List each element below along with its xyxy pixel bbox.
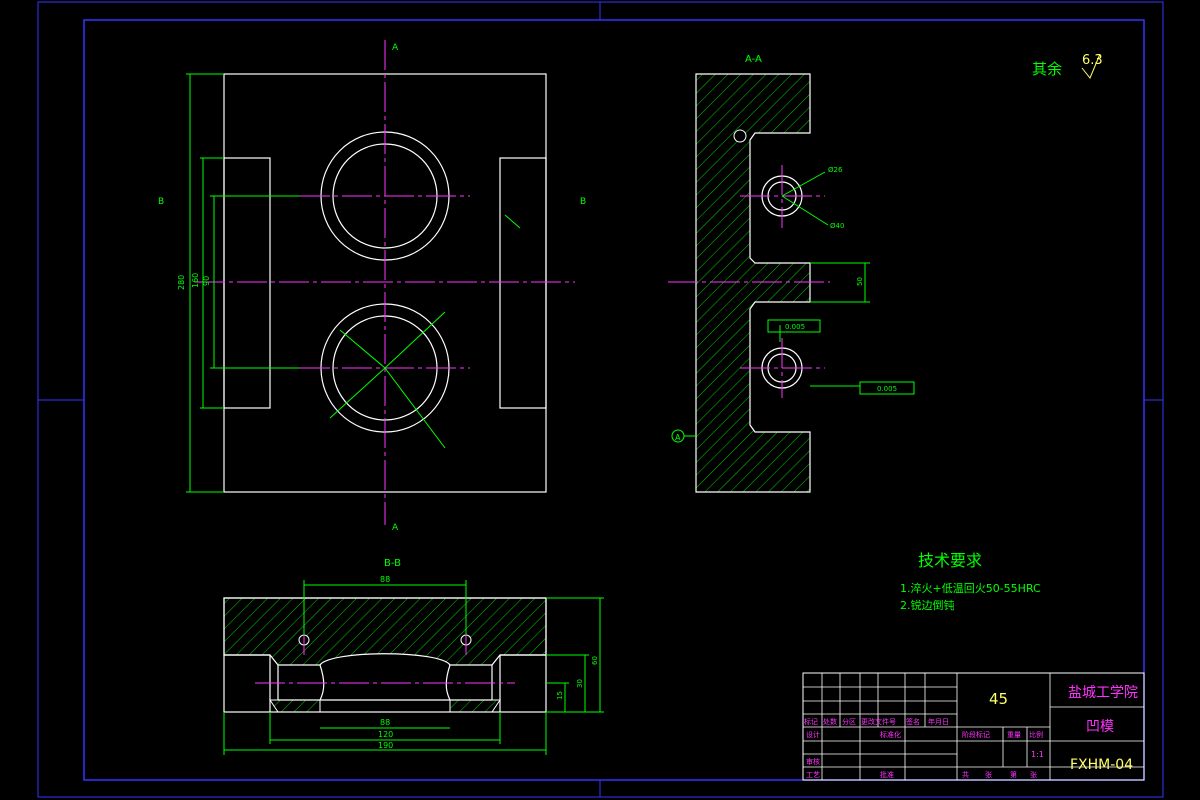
bb-dim-h3: 60 [591, 656, 599, 665]
surface-finish-value: 6.3 [1082, 53, 1103, 68]
tb-hdr-1: 处数 [823, 717, 837, 726]
section-a-top-label: A [392, 43, 399, 53]
tb-hdr-5: 年月日 [928, 717, 949, 726]
tb-bottom-2: 第 [1010, 770, 1017, 779]
bb-dim-overall: 190 [378, 741, 393, 750]
tb-material: 45 [989, 690, 1008, 708]
tb-part-name: 凹模 [1086, 719, 1114, 735]
tech-requirements: 技术要求 1.淬火+低温回火50-55HRC 2.锐边倒钝 [900, 551, 1041, 612]
tech-requirement-1: 1.淬火+低温回火50-55HRC [900, 581, 1041, 595]
aa-parallel-tol-1: 0.005 [785, 323, 805, 331]
section-b-left-label: B [158, 197, 164, 207]
title-block: 45 盐城工学院 凹模 FXHM-04 1:1 标记 处数 分区 更改文件号 签… [802, 672, 1145, 781]
tb-school: 盐城工学院 [1068, 685, 1138, 701]
tb-mid-1: 批准 [880, 770, 894, 779]
section-a-bottom-label: A [392, 523, 399, 533]
tb-hdr-0: 标记 [804, 717, 818, 726]
aa-diameter-large: Ø40 [830, 222, 844, 230]
tb-bottom-3: 张 [1030, 770, 1037, 779]
tb-left-2: 工艺 [806, 771, 820, 779]
bb-dim-h2: 30 [576, 679, 584, 688]
bb-dim-mid: 88 [380, 718, 390, 727]
dim-slot-height: 160 [191, 273, 200, 288]
right-slot [499, 157, 547, 409]
frame-border [83, 19, 1145, 781]
tech-requirements-title: 技术要求 [918, 551, 982, 570]
tech-requirement-2: 2.锐边倒钝 [900, 598, 955, 612]
tb-stage-1: 重量 [1007, 731, 1021, 739]
aa-bore-spacing: 50 [856, 277, 864, 286]
dim-overall-height: 280 [177, 275, 186, 290]
tb-stage-2: 比例 [1029, 730, 1043, 739]
section-bb-lower-right [449, 699, 501, 713]
section-aa-title: A-A [745, 54, 762, 65]
dim-hole-spacing: 90 [202, 276, 211, 286]
tb-drawing-no: FXHM-04 [1070, 757, 1133, 773]
aa-diameter-small: Ø26 [828, 166, 843, 174]
section-bb-lower-left [269, 699, 321, 713]
section-aa-view: A-A Ø26 Ø40 50 0.005 0.005 A [668, 54, 915, 493]
centering-marks [38, 2, 1163, 797]
bb-dim-inner: 120 [378, 730, 393, 739]
bb-dim-pin-spacing: 88 [380, 575, 390, 584]
datum-a-label: A [675, 433, 681, 442]
tb-bottom-0: 共 [962, 770, 969, 779]
section-bb-view: B-B [223, 558, 604, 755]
tb-stage-0: 阶段标记 [962, 730, 990, 739]
tb-mid-0: 标准化 [880, 730, 901, 739]
section-aa-body [695, 73, 811, 493]
tb-left-0: 设计 [806, 730, 820, 739]
surface-finish-prefix: 其余 [1032, 60, 1062, 78]
tb-left-1: 审核 [806, 757, 820, 766]
tb-hdr-2: 分区 [842, 717, 856, 726]
surface-finish-note: 其余 6.3 [1032, 53, 1103, 79]
front-view: 280 160 90 A A B B [158, 40, 586, 533]
tb-bottom-1: 张 [985, 770, 992, 779]
aa-small-hole [733, 129, 747, 143]
section-bb-body [223, 597, 547, 666]
section-b-right-label: B [580, 197, 586, 207]
bb-dim-h1: 15 [556, 691, 564, 700]
aa-parallel-tol-2: 0.005 [877, 385, 897, 393]
tb-scale: 1:1 [1031, 750, 1044, 759]
section-bb-title: B-B [384, 558, 401, 569]
tb-hdr-3: 更改文件号 [861, 717, 896, 726]
tb-hdr-4: 签名 [906, 717, 920, 726]
left-slot [223, 157, 271, 409]
